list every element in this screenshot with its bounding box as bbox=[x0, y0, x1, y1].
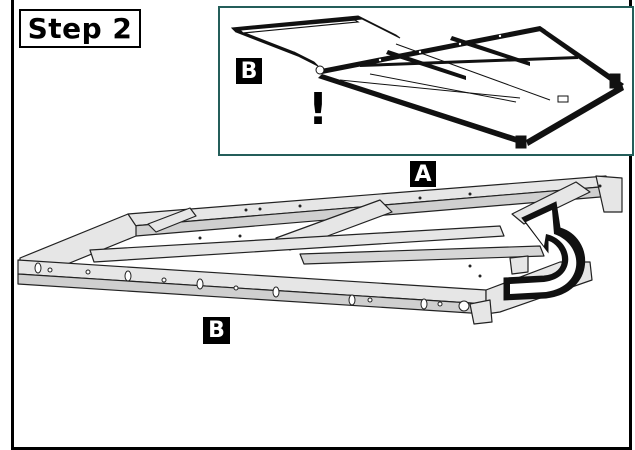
inset-frame-bottom bbox=[526, 84, 624, 146]
inset-panel bbox=[218, 6, 634, 156]
inset-foot-left bbox=[515, 135, 527, 149]
step-title-box: Step 2 bbox=[19, 9, 141, 48]
part-b-label: B bbox=[203, 317, 230, 344]
exclamation-icon: ! bbox=[307, 84, 329, 135]
inset-cable-2 bbox=[369, 73, 517, 103]
inset-center-bar bbox=[360, 56, 578, 67]
inset-frame-illustration bbox=[230, 15, 624, 149]
inset-bracket bbox=[557, 95, 569, 103]
inset-pivot bbox=[315, 65, 325, 75]
inset-crossbar-1 bbox=[386, 50, 466, 80]
inset-rail-lower bbox=[293, 51, 319, 67]
inset-foot-right bbox=[609, 73, 621, 89]
inset-cable-3 bbox=[395, 43, 551, 101]
page-frame-border bbox=[11, 0, 632, 450]
part-a-label: A bbox=[410, 161, 436, 187]
step-title: Step 2 bbox=[27, 12, 133, 45]
inset-part-b-label: B bbox=[236, 58, 262, 84]
inset-rail-highlight bbox=[238, 19, 360, 34]
inset-frame-top bbox=[316, 26, 546, 74]
inset-cable-1 bbox=[339, 79, 521, 99]
inset-frame-right-side bbox=[538, 26, 624, 88]
inset-frame-left-side bbox=[318, 74, 526, 146]
inset-rail-top-right bbox=[357, 15, 401, 39]
